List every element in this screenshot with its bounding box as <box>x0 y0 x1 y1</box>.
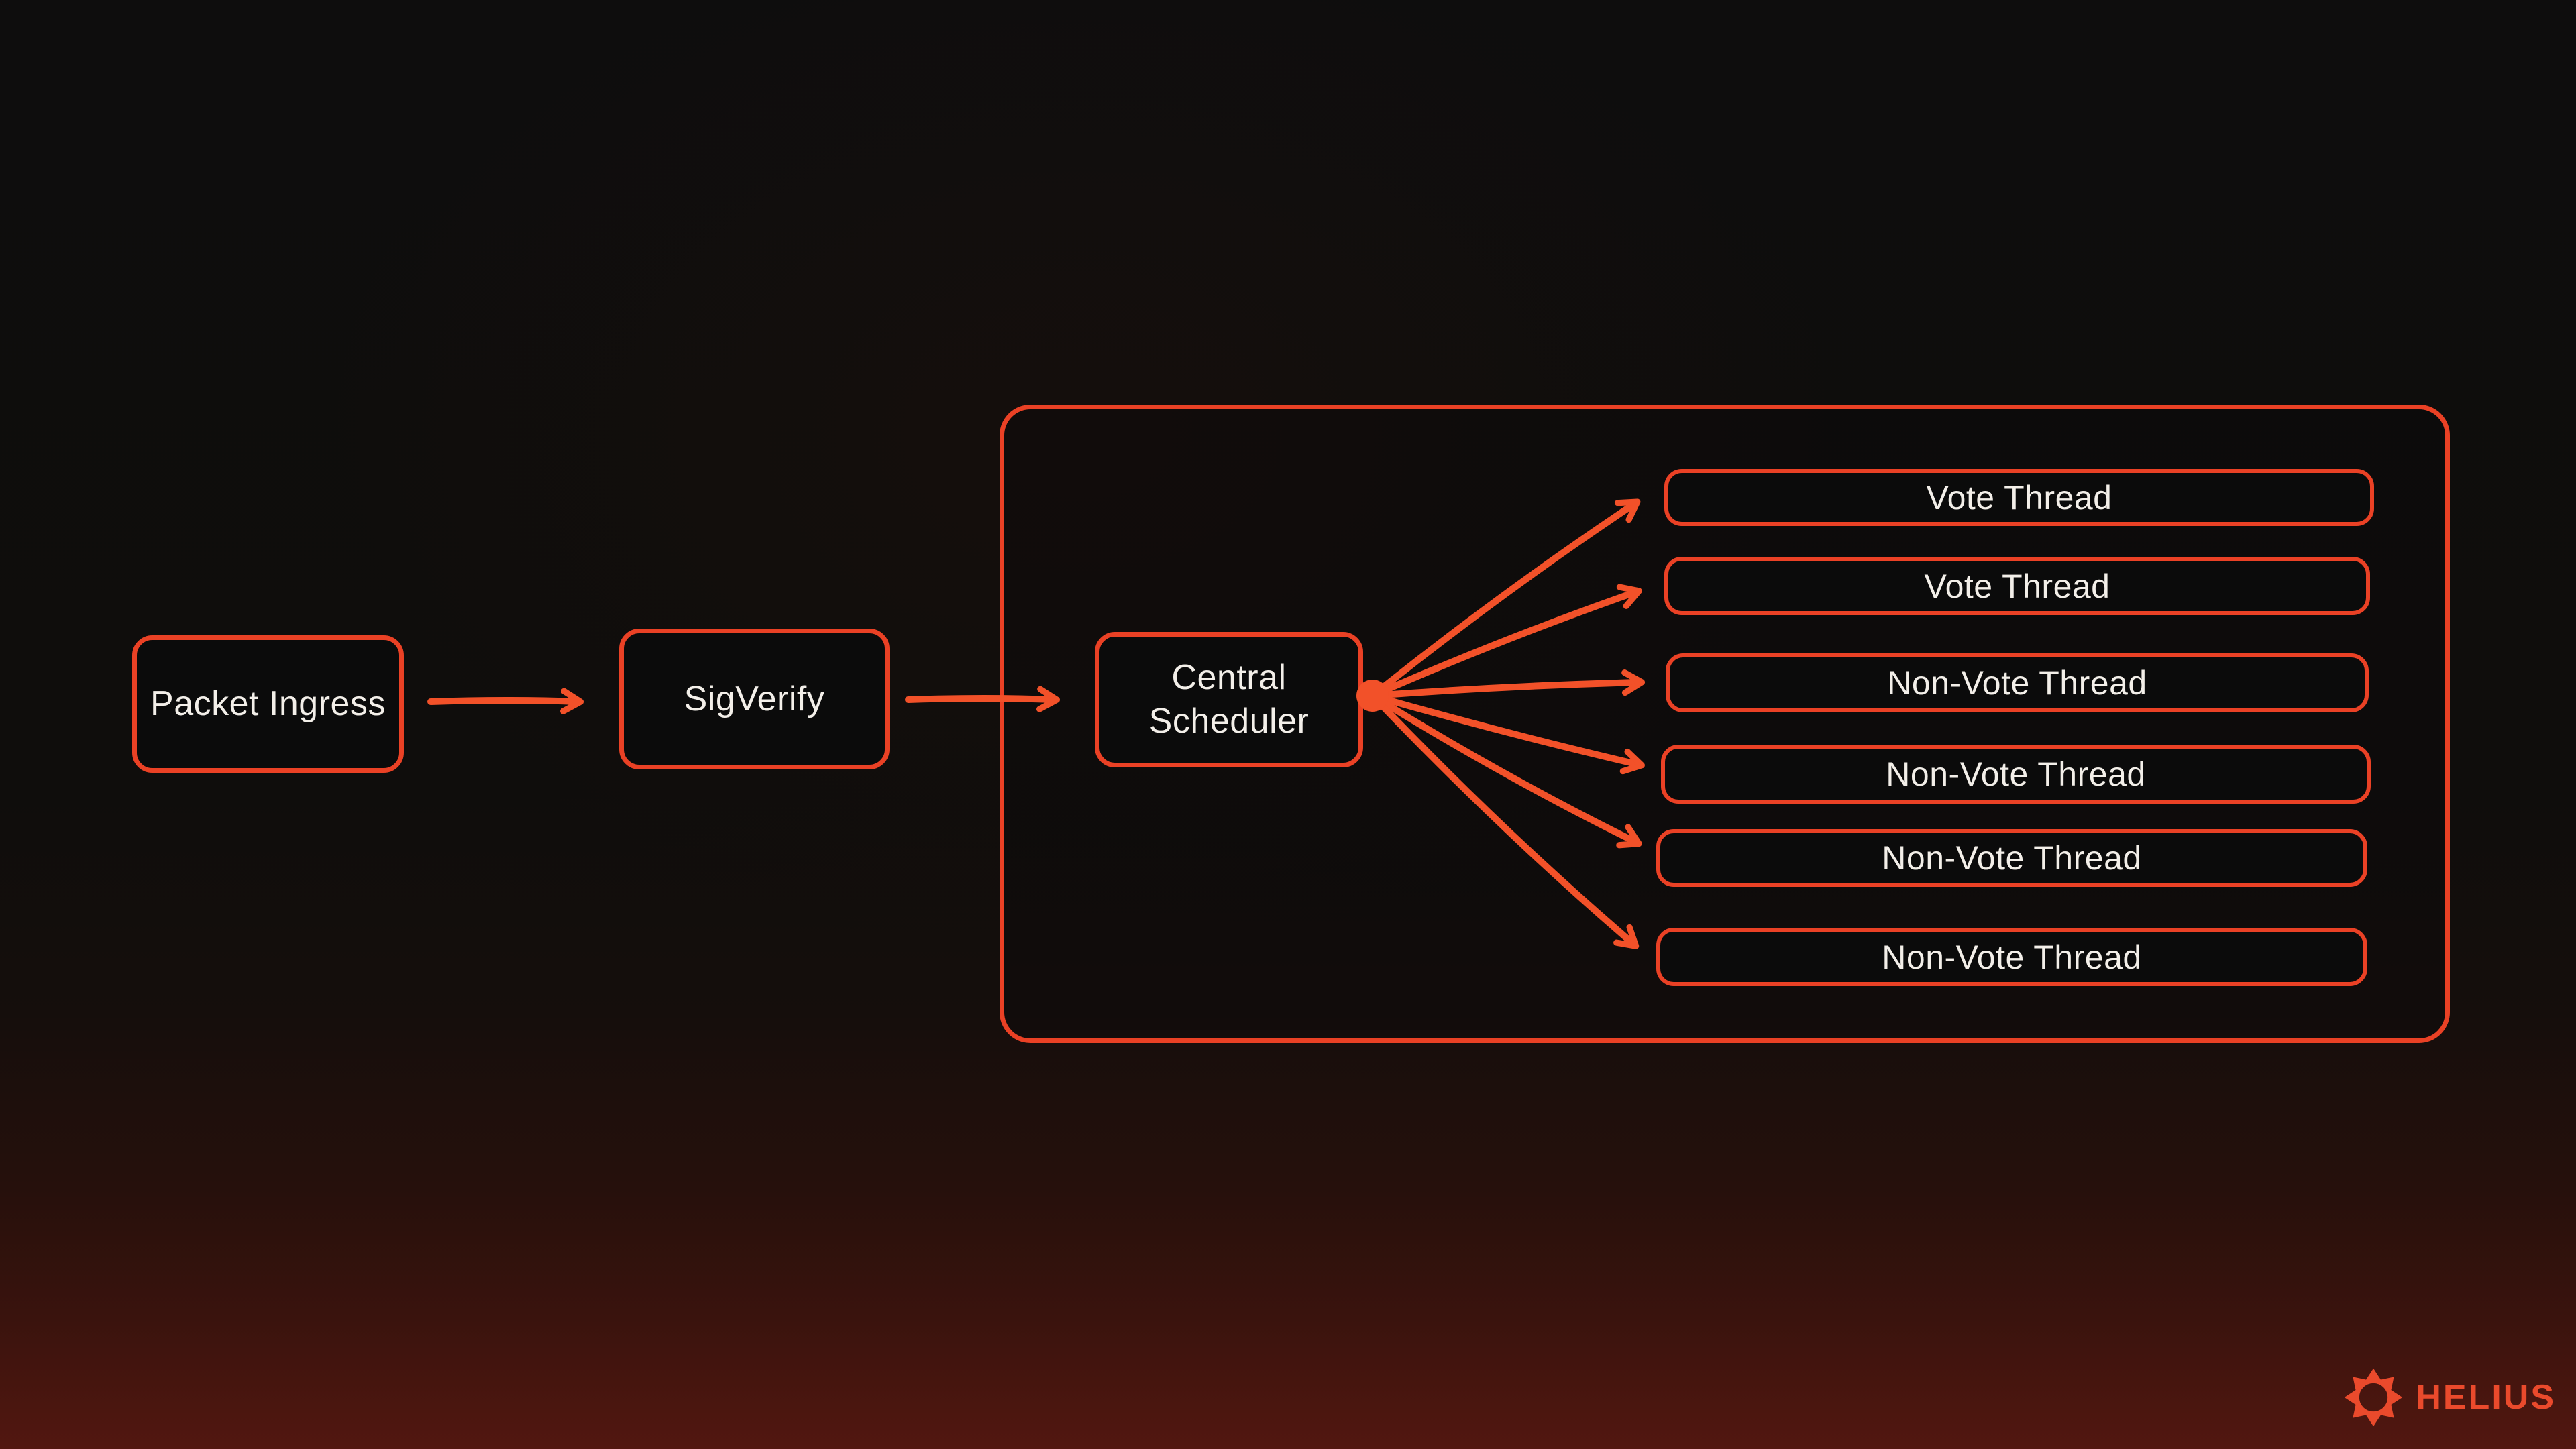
vote-thread-label-1: Vote Thread <box>1926 478 2112 517</box>
non-vote-thread-node-2: Non-Vote Thread <box>1661 745 2371 804</box>
helius-logo: HELIUS <box>2342 1366 2556 1429</box>
central-scheduler-label: Central Scheduler <box>1148 658 1309 741</box>
vote-thread-label-2: Vote Thread <box>1924 567 2110 605</box>
non-vote-thread-node-3: Non-Vote Thread <box>1656 829 2367 887</box>
non-vote-thread-label-3: Non-Vote Thread <box>1882 839 2142 877</box>
helius-wordmark: HELIUS <box>2416 1378 2556 1417</box>
vote-thread-node-1: Vote Thread <box>1664 469 2374 526</box>
central-scheduler-node: Central Scheduler <box>1095 632 1363 767</box>
non-vote-thread-label-1: Non-Vote Thread <box>1887 664 2147 702</box>
packet-ingress-node: Packet Ingress <box>132 635 404 773</box>
helius-sun-icon <box>2345 1368 2403 1427</box>
non-vote-thread-node-4: Non-Vote Thread <box>1656 928 2367 986</box>
arrow-packet-to-sigverify <box>427 688 584 714</box>
sigverify-label: SigVerify <box>684 679 825 718</box>
packet-ingress-label: Packet Ingress <box>150 684 386 723</box>
non-vote-thread-label-4: Non-Vote Thread <box>1882 938 2142 976</box>
sigverify-node: SigVerify <box>619 629 890 769</box>
non-vote-thread-label-2: Non-Vote Thread <box>1886 755 2146 793</box>
non-vote-thread-node-1: Non-Vote Thread <box>1666 653 2369 712</box>
vote-thread-node-2: Vote Thread <box>1664 557 2370 615</box>
